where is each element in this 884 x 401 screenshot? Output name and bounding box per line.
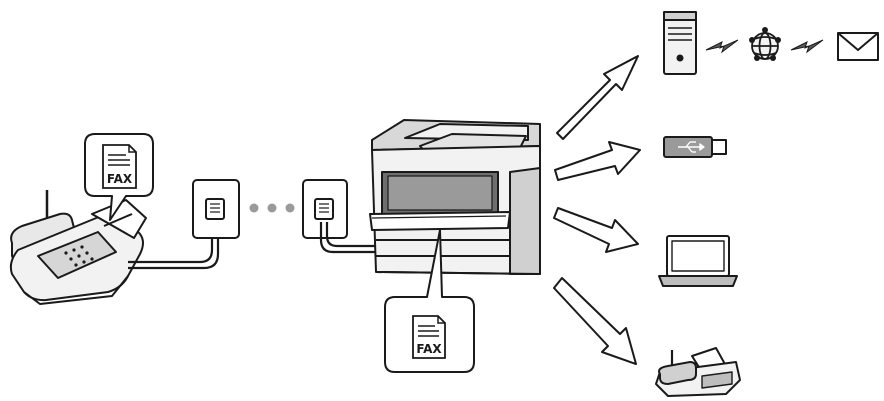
sender-fax-machine-icon bbox=[9, 190, 147, 305]
connection-dots bbox=[249, 203, 295, 213]
multifunction-printer-icon bbox=[369, 119, 541, 275]
received-fax-label: FAX bbox=[416, 342, 442, 356]
internet-globe-icon bbox=[749, 27, 781, 61]
telephone-wall-jack-icon bbox=[192, 179, 240, 239]
received-fax-callout bbox=[384, 229, 475, 373]
fax-document-icon: FAX bbox=[102, 144, 137, 189]
phone-line-sender bbox=[128, 222, 220, 270]
forward-arrow-to-usb bbox=[554, 141, 641, 181]
sender-fax-label: FAX bbox=[107, 172, 133, 186]
email-envelope-icon bbox=[837, 32, 879, 61]
forward-arrow-to-email bbox=[556, 55, 639, 140]
network-link-icon bbox=[790, 39, 824, 54]
usb-memory-icon bbox=[663, 136, 727, 158]
laptop-computer-icon bbox=[658, 235, 738, 287]
forward-fax-machine-icon bbox=[655, 347, 741, 397]
network-link-icon bbox=[705, 39, 739, 54]
server-computer-icon bbox=[663, 11, 697, 75]
telephone-wall-jack-icon bbox=[302, 179, 348, 239]
fax-document-icon: FAX bbox=[412, 315, 446, 359]
phone-line-printer bbox=[319, 222, 380, 254]
forward-arrow-to-fax bbox=[553, 277, 637, 365]
forward-arrow-to-computer bbox=[553, 207, 639, 253]
